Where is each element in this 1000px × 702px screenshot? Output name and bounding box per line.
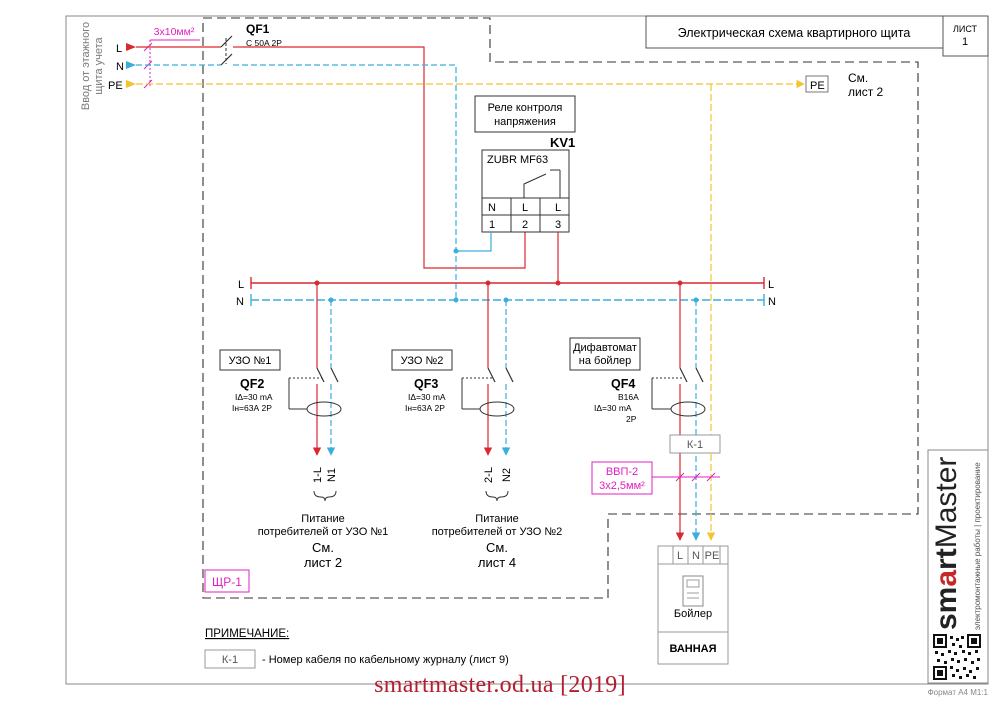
rcd-2-consumer-line2: потребителей от УЗО №2 — [432, 526, 563, 538]
rcd-2-out-l: 2-L — [483, 467, 495, 483]
rcd-1-spec-line1: IΔ=30 mA — [235, 392, 273, 402]
rcd-1-consumer-line2: потребителей от УЗО №1 — [258, 526, 389, 538]
input-cable-size: 3х10мм² — [154, 26, 195, 38]
qf1-breaker-symbol — [136, 35, 242, 66]
title-block: Электрическая схема квартирного щита ЛИС… — [645, 15, 989, 57]
pe-out-ref-line2: лист 2 — [848, 85, 884, 99]
rcd-2-consumer-line1: Питание — [475, 513, 518, 525]
relay-caption-box — [474, 95, 576, 133]
rcd-1-spec-line2: Iн=63А 2P — [232, 403, 272, 413]
rcbo-cable-tag: К-1 — [687, 439, 703, 451]
boiler — [657, 545, 729, 665]
relay-contact-symbol — [523, 169, 561, 198]
relay-model: ZUBR MF63 — [487, 154, 548, 166]
rcd-2-brace — [485, 490, 509, 502]
rcbo-cable-type: ВВП-2 — [606, 466, 638, 478]
panel-boundary — [202, 17, 919, 599]
rcbo-cable-size: 3х2,5мм² — [599, 480, 645, 492]
qr-code-icon — [932, 633, 982, 681]
brand-block: smartMaster электромонтажные работы | пр… — [927, 449, 989, 684]
rcd-2-spec-line1: IΔ=30 mA — [408, 392, 446, 402]
rcd-2-title: УЗО №2 — [401, 355, 444, 367]
rcd-1: УЗО №1 QF2 IΔ=30 mA Iн=63А 2P — [219, 283, 342, 456]
relay-terminal-1-label: N — [488, 202, 496, 214]
brand-tagline: электромонтажные работы | проектирование — [973, 462, 982, 630]
relay-terminal-3-number: 3 — [555, 219, 561, 231]
bus-l-label-left: L — [238, 279, 244, 291]
drawing-title: Электрическая схема квартирного щита — [678, 26, 911, 40]
rcbo-title-line1: Дифавтомат — [573, 342, 637, 354]
relay-body — [481, 149, 570, 233]
rcd-2-ref-line2: лист 4 — [478, 555, 516, 570]
panel-tag: ЩР-1 — [212, 575, 242, 589]
rcbo-cable-tag-box — [669, 434, 721, 454]
rcd-2-spec-line2: Iн=63А 2P — [405, 403, 445, 413]
qf1-spec: C 50A 2P — [246, 38, 282, 48]
format-label: Формат А4 М1:1 — [927, 688, 988, 697]
panel-tag-box — [204, 569, 250, 593]
sheet-frame — [65, 15, 989, 685]
input-pe-label: PE — [108, 80, 123, 92]
rcd-1-ref-line2: лист 2 — [304, 555, 342, 570]
relay-name: KV1 — [550, 135, 575, 150]
note-tag: К-1 — [222, 654, 238, 666]
pe-out-label: PE — [810, 80, 825, 92]
brand-logo: smartMaster — [930, 457, 963, 630]
note-heading: ПРИМЕЧАНИЕ: — [205, 628, 289, 640]
relay-terminal-3-label: L — [555, 202, 561, 214]
sheet-label: ЛИСТ — [953, 24, 978, 34]
boiler-terminal-l: L — [677, 550, 683, 562]
bus-n-label-right: N — [768, 296, 776, 308]
input-label-line2: щита учета — [93, 36, 105, 94]
footer-url[interactable]: smartmaster.od.ua [2019] — [374, 672, 626, 698]
qf1-name: QF1 — [246, 22, 270, 36]
input-l-label: L — [116, 43, 122, 55]
rcd-2-name: QF3 — [414, 377, 438, 391]
relay-caption-line1: Реле контроля — [488, 102, 563, 114]
rcd-1-consumer-line1: Питание — [301, 513, 344, 525]
relay-caption-line2: напряжения — [494, 116, 556, 128]
input-label-line1: Ввод от этажного — [80, 22, 92, 110]
boiler-name: Бойлер — [674, 608, 712, 620]
note-text: - Номер кабеля по кабельному журналу (ли… — [262, 654, 509, 666]
rcbo-title-line2: на бойлер — [579, 355, 631, 367]
input-l-terminal — [126, 43, 136, 51]
rcd-1-out-l: 1-L — [312, 467, 324, 483]
relay-terminal-strip — [481, 197, 570, 233]
rcbo: Дифавтомат на бойлер QF4 B16A IΔ=30 mA 2… — [569, 283, 706, 541]
wire-qf1-n — [242, 64, 457, 300]
rcd-1-brace — [313, 490, 337, 502]
bus-n-label-left: N — [236, 296, 244, 308]
relay-terminal-2-label: L — [522, 202, 528, 214]
rcd-2-out-n: N2 — [501, 468, 513, 482]
bus-l-label-right: L — [768, 279, 774, 291]
boiler-room: ВАННАЯ — [669, 643, 716, 655]
sheet-number: 1 — [962, 36, 968, 48]
rcbo-spec-line2: IΔ=30 mA — [594, 403, 632, 413]
rcd-2: УЗО №2 QF3 IΔ=30 mA Iн=63А 2P — [391, 283, 515, 456]
rcd-1-ref-line1: См. — [312, 540, 334, 555]
wire-qf1-l — [242, 46, 526, 269]
rcd-1-out-n: N1 — [326, 468, 338, 482]
rcbo-spec-line1: B16A — [618, 392, 639, 402]
rcbo-name: QF4 — [611, 377, 635, 391]
rcd-1-name: QF2 — [240, 377, 264, 391]
boiler-terminal-n: N — [692, 550, 700, 562]
rcbo-spec-line3: 2P — [626, 414, 637, 424]
wire-relay-n — [456, 232, 492, 252]
pe-out-ref-line1: См. — [848, 71, 868, 85]
input-n-terminal — [126, 61, 136, 69]
note-tag-box — [204, 649, 256, 669]
rcd-1-title: УЗО №1 — [229, 355, 272, 367]
input-n-label: N — [116, 61, 124, 73]
rcbo-cable-spec-box — [591, 461, 653, 495]
relay-terminal-2-number: 2 — [522, 219, 528, 231]
boiler-terminal-pe: PE — [705, 550, 720, 562]
boiler-heater-icon — [682, 575, 704, 607]
input-pe-terminal — [126, 80, 136, 88]
rcd-2-ref-line1: См. — [486, 540, 508, 555]
relay-terminal-1-number: 1 — [489, 219, 495, 231]
